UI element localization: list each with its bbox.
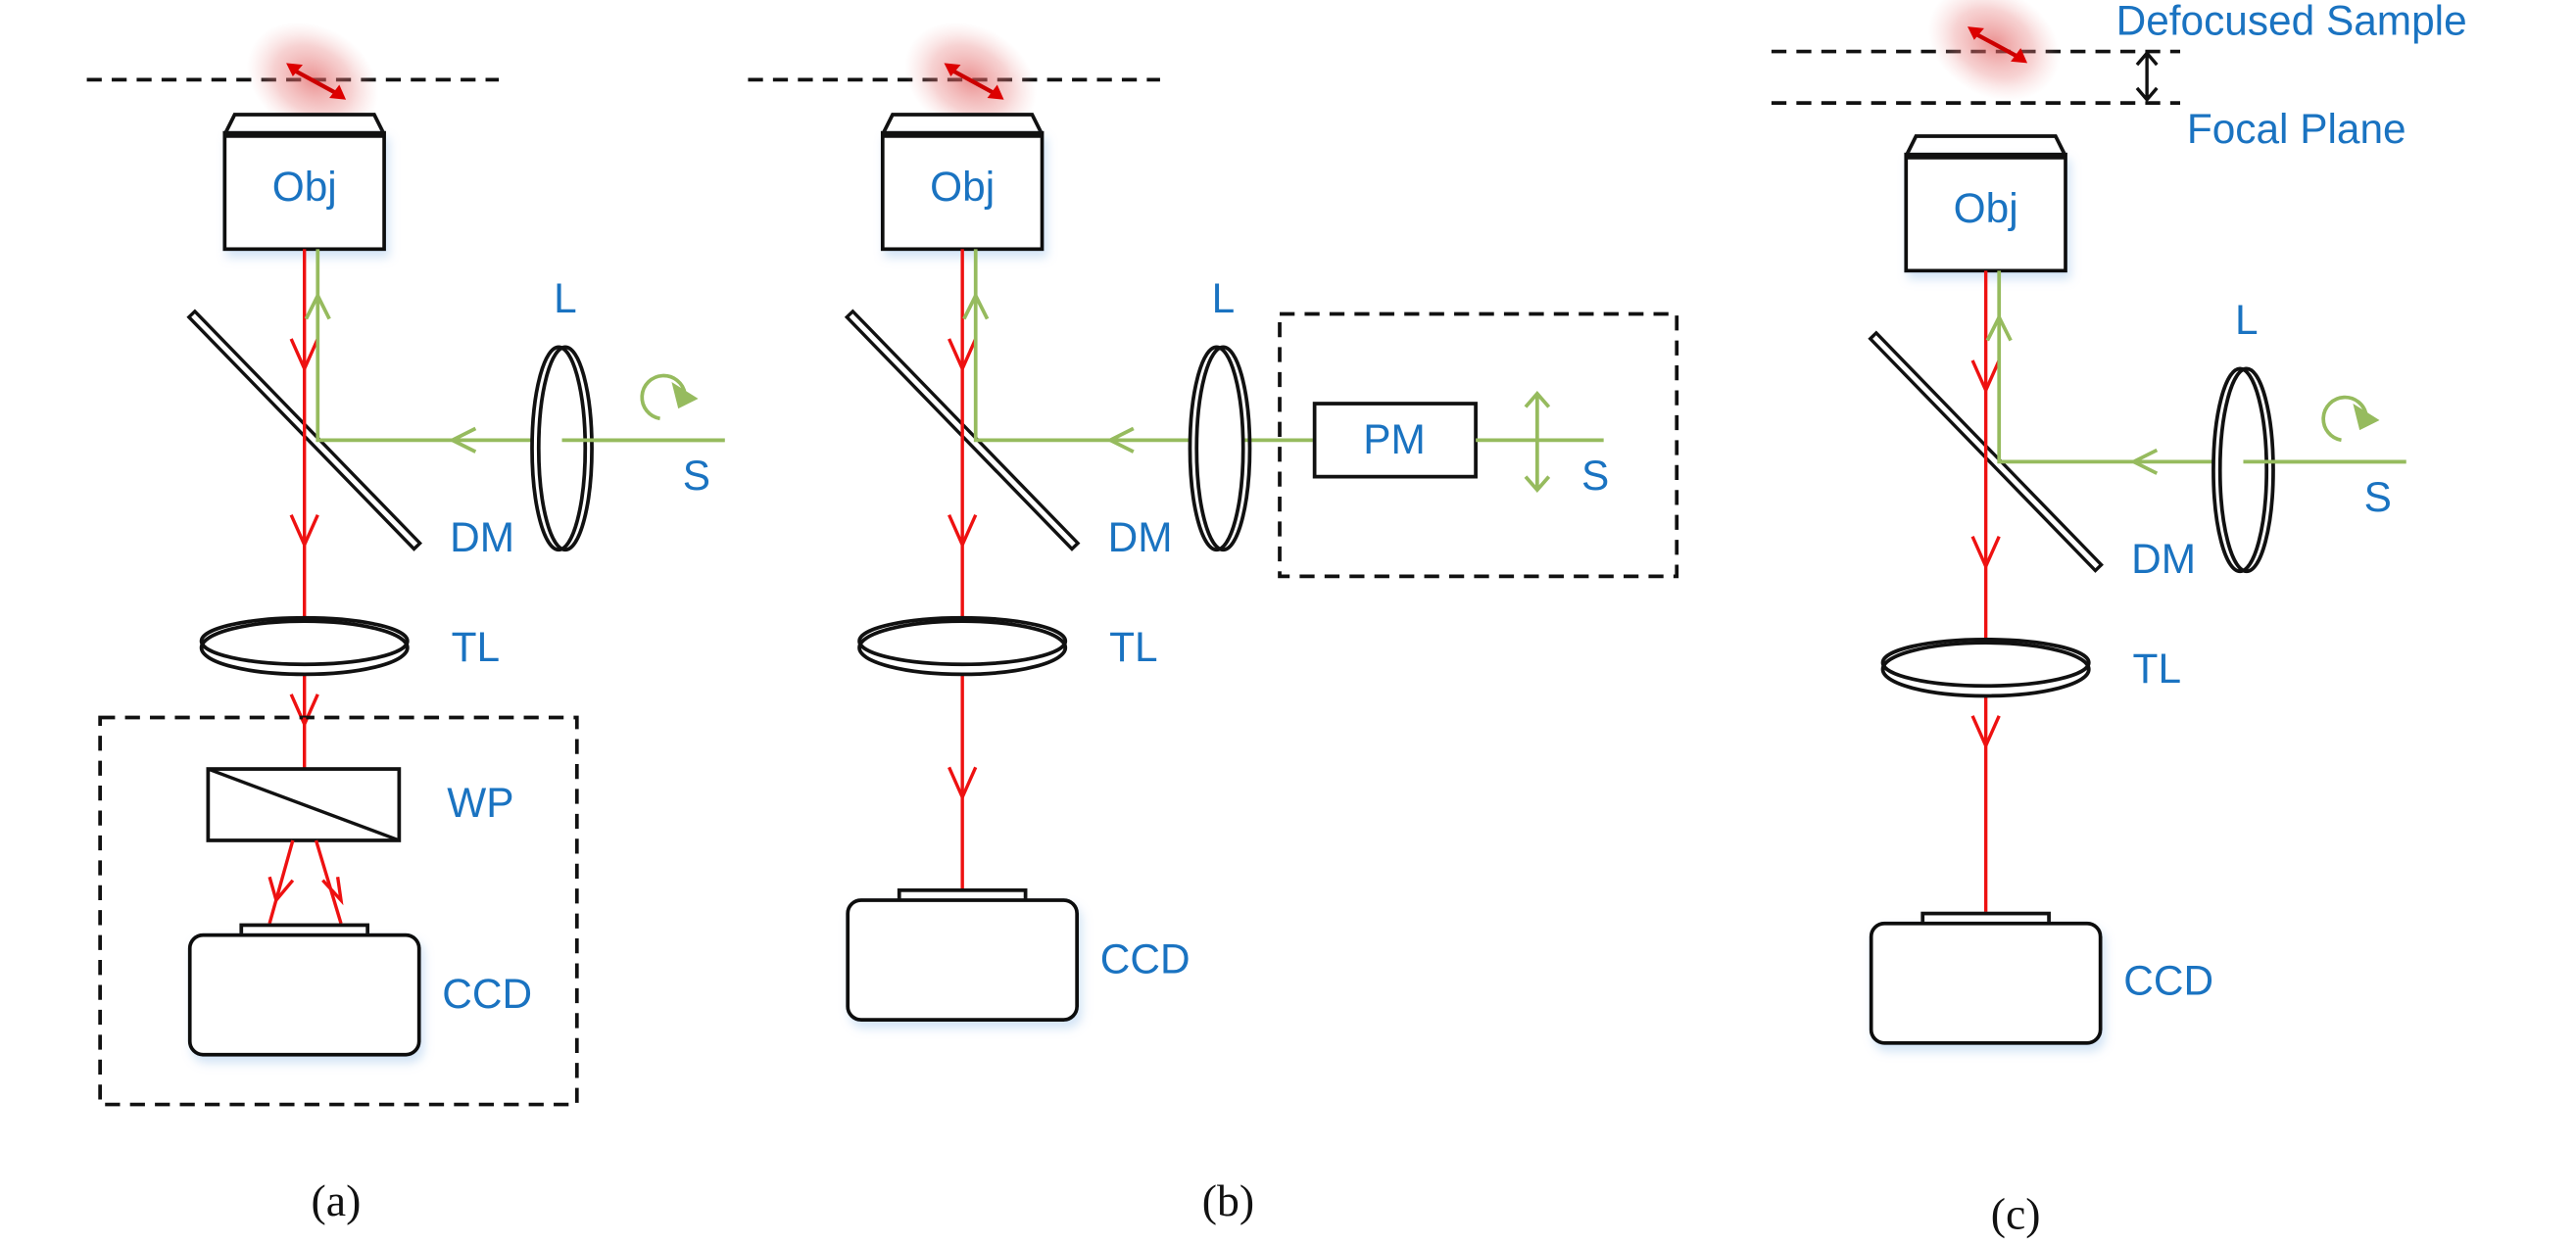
ccd-camera bbox=[848, 890, 1077, 1020]
ccd-label: CCD bbox=[442, 971, 532, 1017]
lens-label: L bbox=[1212, 275, 1236, 321]
ccd-label: CCD bbox=[1100, 936, 1191, 982]
polarization-modulator bbox=[1312, 402, 1478, 479]
lens-l bbox=[1188, 345, 1252, 552]
wollaston-label: WP bbox=[447, 780, 513, 826]
ccd-camera bbox=[190, 925, 419, 1054]
dichroic-label: DM bbox=[450, 514, 514, 560]
defocus-distance-icon bbox=[2135, 50, 2159, 103]
objective-label: Obj bbox=[272, 164, 337, 210]
excitation-beam bbox=[973, 249, 1313, 443]
focal-plane-label: Focal Plane bbox=[2187, 106, 2406, 152]
linear-polarization-icon bbox=[1524, 391, 1551, 494]
panel-caption: (c) bbox=[1991, 1189, 2041, 1239]
excitation-arrow-icon bbox=[304, 291, 477, 454]
tube-lens bbox=[857, 615, 1068, 677]
circular-polarization-icon bbox=[2321, 395, 2368, 443]
source-label: S bbox=[1581, 453, 1609, 499]
dichroic-label: DM bbox=[2131, 536, 2196, 582]
panel-b: Obj L DM PM S TL CCD (b) bbox=[748, 0, 1679, 1225]
circular-polarization-icon bbox=[640, 373, 687, 421]
source-label: S bbox=[2364, 474, 2392, 520]
ccd-label: CCD bbox=[2123, 958, 2213, 1004]
defocused-sample-label: Defocused Sample bbox=[2116, 0, 2467, 44]
emission-arrow-icon bbox=[948, 338, 978, 802]
sample-molecule-icon bbox=[1907, 0, 2081, 124]
excitation-arrow-icon bbox=[962, 291, 1135, 454]
excitation-arrow-icon bbox=[1985, 312, 2159, 475]
tube-lens bbox=[199, 615, 410, 677]
tube-lens bbox=[1880, 637, 2091, 698]
panel-c: Defocused Sample Focal Plane Obj L S DM … bbox=[1771, 0, 2467, 1239]
lens-label: L bbox=[554, 275, 577, 321]
excitation-beam bbox=[1997, 270, 2406, 464]
ccd-camera bbox=[1871, 914, 2101, 1043]
panel-caption: (b) bbox=[1202, 1175, 1254, 1225]
lens-label: L bbox=[2235, 297, 2259, 343]
tube-lens-label: TL bbox=[452, 624, 500, 670]
modulator-label: PM bbox=[1363, 416, 1426, 462]
excitation-beam bbox=[316, 249, 725, 443]
lens-l bbox=[530, 345, 594, 552]
objective-label: Obj bbox=[930, 164, 995, 210]
analyzer-module-box bbox=[98, 715, 579, 1107]
panel-a: Obj L S DM TL WP CCD (a) bbox=[86, 0, 725, 1225]
dichroic-label: DM bbox=[1108, 514, 1173, 560]
tube-lens-label: TL bbox=[2133, 646, 2181, 692]
lens-l bbox=[2211, 366, 2275, 574]
tube-lens-label: TL bbox=[1109, 624, 1157, 670]
source-label: S bbox=[683, 453, 710, 499]
objective-label: Obj bbox=[1954, 185, 2018, 231]
emission-arrow-icon bbox=[1970, 359, 2001, 750]
modulation-module-box bbox=[1278, 311, 1679, 579]
panel-caption: (a) bbox=[312, 1175, 362, 1225]
